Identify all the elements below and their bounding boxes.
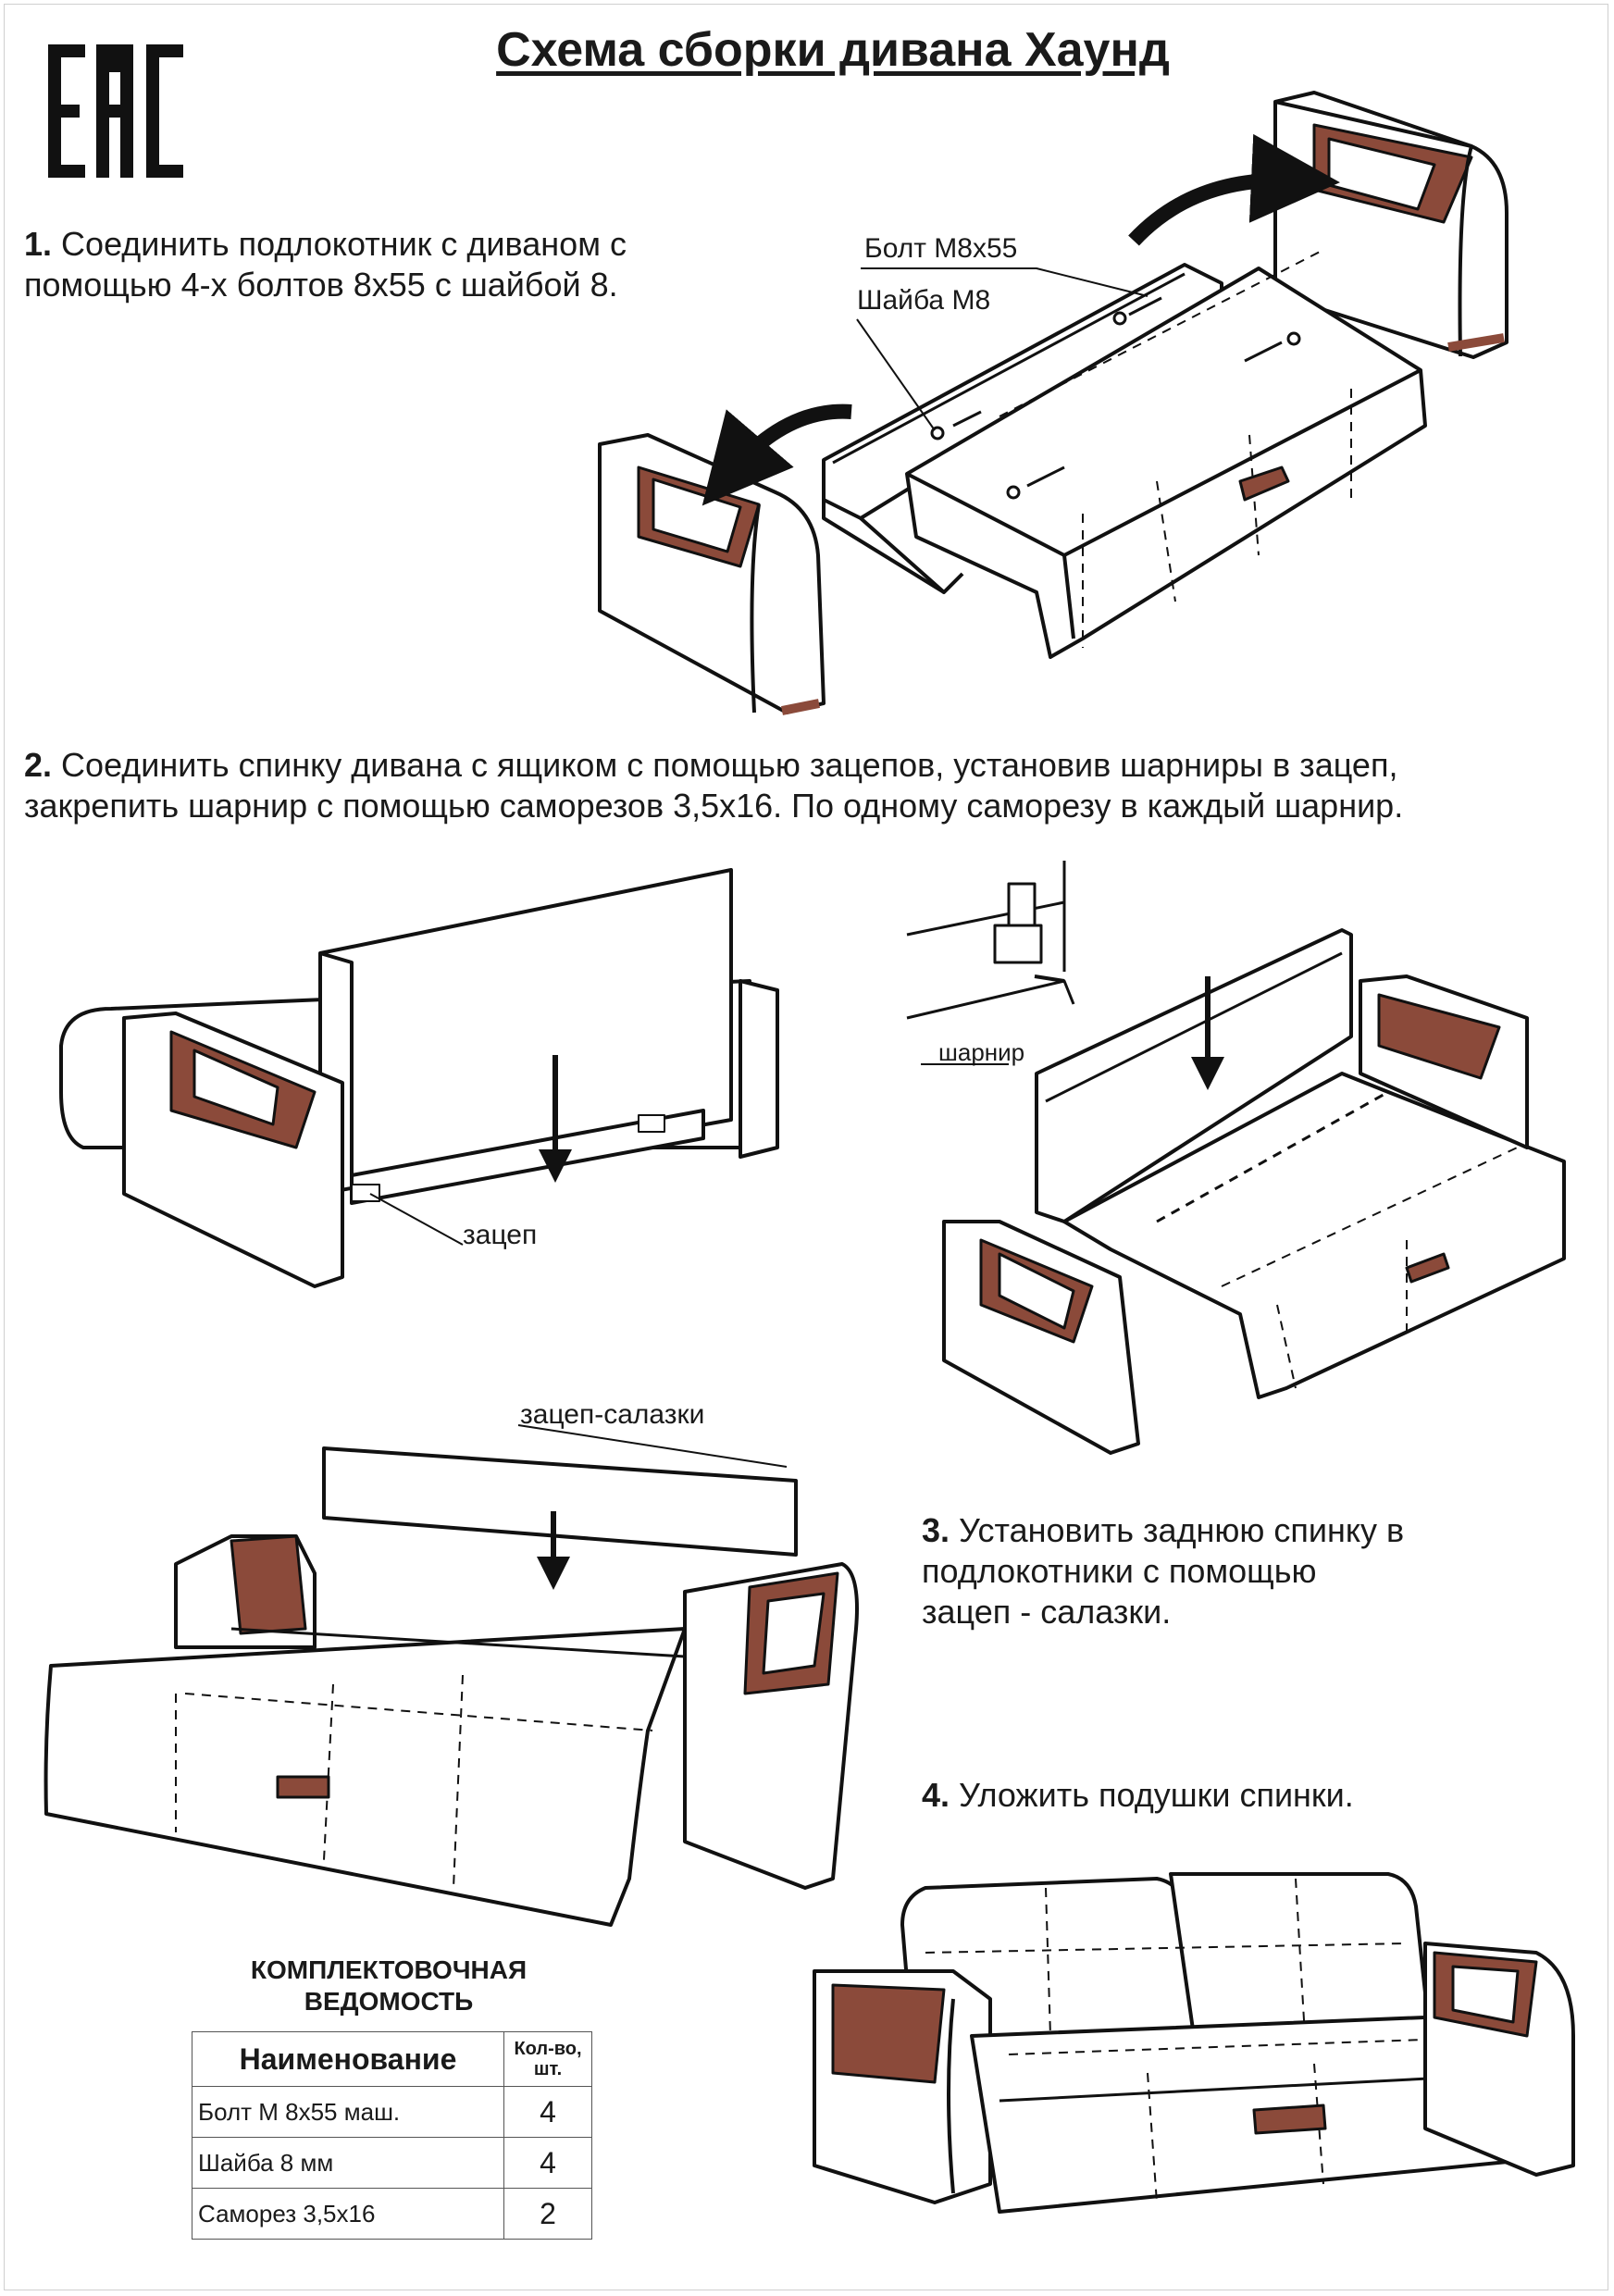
eac-logo [48,44,183,178]
part-name: Болт М 8х55 маш. [192,2086,504,2138]
page-frame [4,4,1608,2290]
table-row: Саморез 3,5х16 2 [192,2188,592,2240]
step-1-body: Соединить подлокотник с диваном с помощь… [24,225,627,304]
callout-slide-hook: зацеп-салазки [520,1399,705,1430]
step-3-number: 3. [922,1511,950,1549]
part-name: Шайба 8 мм [192,2137,504,2189]
parts-table-header: Наименование Кол-во, шт. [192,2031,592,2087]
step-1-text: 1. Соединить подлокотник с диваном с пом… [24,224,627,305]
step-4-body: Уложить подушки спинки. [959,1776,1354,1814]
step-4-drawing [813,1872,1575,2214]
page-title: Схема сборки дивана Хаунд [496,23,1170,77]
step-3-text: 3. Установить заднюю спинку в подлокотни… [922,1510,1404,1632]
part-qty: 2 [503,2188,592,2240]
step-4-number: 4. [922,1776,950,1814]
table-row: Болт М 8х55 маш. 4 [192,2086,592,2138]
part-qty: 4 [503,2086,592,2138]
step-2-left-drawing [59,868,779,1288]
step-1-drawing [598,91,1508,715]
parts-table: Наименование Кол-во, шт. Болт М 8х55 маш… [192,2031,592,2240]
callout-washer: Шайба М8 [857,285,991,316]
step-4-text: 4. Уложить подушки спинки. [922,1775,1354,1816]
bolts [930,296,1301,500]
parts-header-qty: Кол-во, шт. [503,2031,592,2087]
callout-bolt: Болт М8х55 [864,233,1018,264]
step-2-right-drawing [906,861,1566,1455]
step-1-number: 1. [24,225,53,263]
sofa-seat [905,249,1427,659]
step-3-drawing [43,1424,859,1927]
part-name: Саморез 3,5х16 [192,2188,504,2240]
step-2-body: Соединить спинку дивана с ящиком с помощ… [24,746,1404,825]
step-3-body: Установить заднюю спинку в подлокотники … [922,1511,1405,1631]
parts-sheet-title: КОМПЛЕКТОВОЧНАЯ ВЕДОМОСТЬ [250,1955,528,2016]
parts-header-name: Наименование [192,2031,504,2087]
step-2-text: 2. Соединить спинку дивана с ящиком с по… [24,745,1403,826]
table-row: Шайба 8 мм 4 [192,2137,592,2189]
callout-hook: зацеп [463,1220,538,1250]
left-armrest [598,433,826,715]
step-2-number: 2. [24,746,53,784]
parts-header-qty-label: Кол-во, шт. [514,2039,582,2079]
callout-hinge: шарнир [938,1038,1025,1066]
part-qty: 4 [503,2137,592,2189]
